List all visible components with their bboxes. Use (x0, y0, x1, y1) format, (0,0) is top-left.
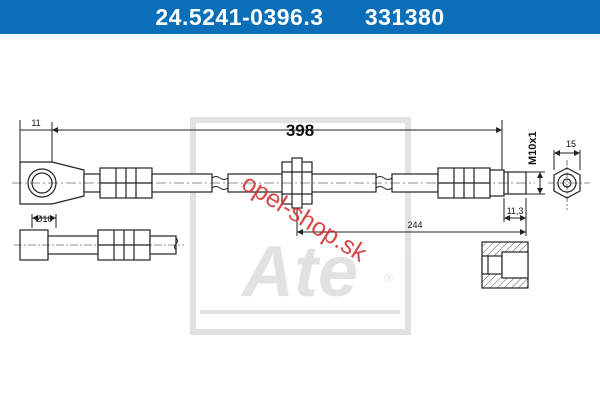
eye-side-view (14, 214, 184, 261)
hex-size-label: 15 (566, 139, 576, 149)
fitting-length-label: 11,3 (507, 206, 524, 216)
logo-text: Ate (240, 232, 358, 312)
break-marks (211, 176, 393, 190)
part-number: 24.5241-0396.3 (155, 4, 324, 30)
port-bore (481, 255, 503, 275)
overall-length-label: 398 (286, 121, 314, 140)
header-bar: 24.5241-0396.3 331380 (0, 0, 600, 34)
break-mark-detail (174, 237, 178, 251)
port-section-view (481, 241, 529, 289)
port-thread (501, 251, 529, 279)
clip-distance-dimension (296, 208, 527, 236)
overall-length-dimension (19, 120, 503, 172)
fitting-length-dimension (503, 198, 527, 222)
flange-offset-label: 11 (31, 118, 40, 128)
header-title: 24.5241-0396.3 331380 (0, 0, 600, 34)
thread-dimension (526, 171, 545, 195)
reference-number: 331380 (364, 4, 445, 30)
thread-label: M10x1 (527, 131, 539, 165)
eye-diameter-label: Ø10 (35, 214, 52, 224)
end-view (548, 150, 590, 210)
ate-logo-watermark: Ate ® (190, 117, 411, 335)
logo-registered: ® (384, 271, 393, 285)
clip-distance-label: 244 (407, 220, 422, 230)
logo-frame (190, 117, 411, 335)
